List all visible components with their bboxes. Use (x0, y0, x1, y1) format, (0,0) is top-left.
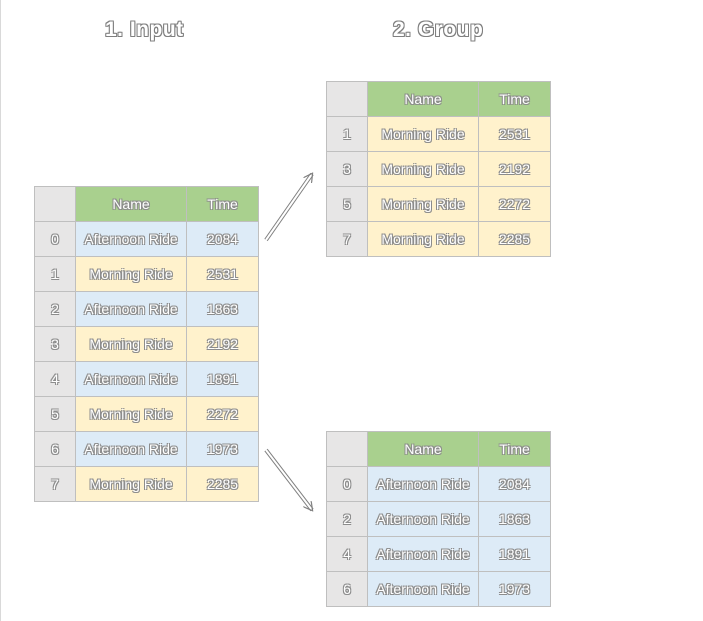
name-cell: Afternoon Ride (367, 571, 479, 607)
row-index-cell: 6 (34, 431, 76, 467)
time-cell: 2272 (478, 186, 551, 222)
time-cell: 1863 (186, 291, 259, 327)
time-cell: 2272 (186, 396, 259, 432)
input-table-header-row: Name Time (34, 186, 259, 222)
row-index-cell: 1 (326, 116, 368, 152)
time-cell: 1863 (478, 501, 551, 537)
row-index-cell: 5 (326, 186, 368, 222)
row-index-cell: 7 (34, 466, 76, 502)
time-column-header: Time (186, 186, 259, 222)
name-cell: Morning Ride (367, 221, 479, 257)
time-cell: 2192 (186, 326, 259, 362)
time-column-header: Time (478, 81, 551, 117)
time-cell: 2531 (186, 256, 259, 292)
row-index-cell: 6 (326, 571, 368, 607)
name-cell: Morning Ride (367, 186, 479, 222)
row-index-cell: 3 (34, 326, 76, 362)
row-index-cell: 7 (326, 221, 368, 257)
time-column-header: Time (478, 431, 551, 467)
input-title: 1. Input (105, 18, 184, 41)
morning-table-header-row: Name Time (326, 81, 551, 117)
time-cell: 1973 (186, 431, 259, 467)
afternoon-table-header-row: Name Time (326, 431, 551, 467)
name-column-header: Name (367, 81, 479, 117)
left-edge-divider (0, 0, 1, 621)
time-cell: 2531 (478, 116, 551, 152)
row-index-cell: 1 (34, 256, 76, 292)
name-column-header: Name (75, 186, 187, 222)
name-cell: Afternoon Ride (75, 291, 187, 327)
row-index-cell: 3 (326, 151, 368, 187)
row-index-cell: 5 (34, 396, 76, 432)
index-header-cell (326, 81, 368, 117)
index-header-cell (34, 186, 76, 222)
time-cell: 2192 (478, 151, 551, 187)
name-cell: Afternoon Ride (367, 466, 479, 502)
row-index-cell: 2 (34, 291, 76, 327)
time-cell: 2084 (186, 221, 259, 257)
name-cell: Morning Ride (367, 151, 479, 187)
time-cell: 2285 (478, 221, 551, 257)
name-cell: Morning Ride (75, 326, 187, 362)
row-index-cell: 0 (326, 466, 368, 502)
name-cell: Afternoon Ride (75, 431, 187, 467)
name-cell: Afternoon Ride (75, 221, 187, 257)
row-index-cell: 4 (326, 536, 368, 572)
row-index-cell: 4 (34, 361, 76, 397)
name-cell: Morning Ride (75, 396, 187, 432)
index-header-cell (326, 431, 368, 467)
name-cell: Morning Ride (75, 466, 187, 502)
time-cell: 1973 (478, 571, 551, 607)
name-cell: Afternoon Ride (367, 501, 479, 537)
time-cell: 2285 (186, 466, 259, 502)
time-cell: 1891 (186, 361, 259, 397)
name-cell: Afternoon Ride (367, 536, 479, 572)
arrow-to-afternoon-group (264, 448, 314, 510)
arrow-to-morning-group (264, 174, 314, 242)
name-column-header: Name (367, 431, 479, 467)
name-cell: Afternoon Ride (75, 361, 187, 397)
row-index-cell: 0 (34, 221, 76, 257)
group-title: 2. Group (393, 18, 484, 41)
time-cell: 1891 (478, 536, 551, 572)
row-index-cell: 2 (326, 501, 368, 537)
time-cell: 2084 (478, 466, 551, 502)
name-cell: Morning Ride (367, 116, 479, 152)
name-cell: Morning Ride (75, 256, 187, 292)
